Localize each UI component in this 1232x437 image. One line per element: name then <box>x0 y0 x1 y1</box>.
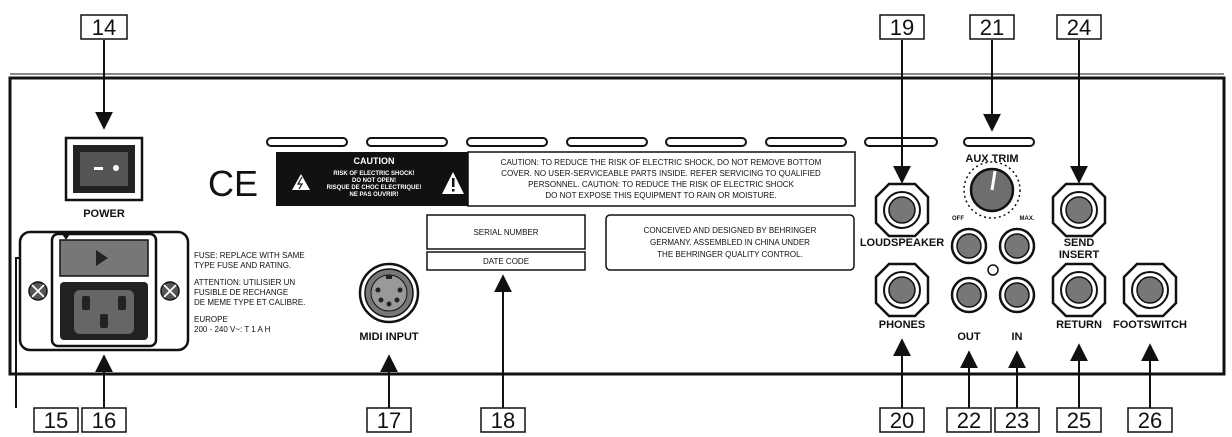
in-label: IN <box>1012 331 1023 343</box>
svg-text:22: 22 <box>957 408 981 433</box>
serial-number-box: SERIAL NUMBER <box>426 214 586 250</box>
out-label: OUT <box>957 331 981 343</box>
return-label: RETURN <box>1056 319 1102 331</box>
svg-text:23: 23 <box>1005 408 1029 433</box>
svg-text:GERMANY. ASSEMBLED IN CHINA UN: GERMANY. ASSEMBLED IN CHINA UNDER <box>650 238 810 247</box>
svg-text:COVER. NO USER-SERVICEABLE PAR: COVER. NO USER-SERVICEABLE PARTS INSIDE.… <box>501 169 821 178</box>
svg-text:DO NOT EXPOSE THIS EQUIPMENT T: DO NOT EXPOSE THIS EQUIPMENT TO RAIN OR … <box>545 191 776 200</box>
svg-text:CONCEIVED AND DESIGNED BY BEHR: CONCEIVED AND DESIGNED BY BEHRINGER <box>644 226 817 235</box>
loudspeaker-jack <box>874 182 930 238</box>
fuse-power-inlet <box>18 230 190 352</box>
callout-26: 26 <box>1127 407 1173 433</box>
power-switch <box>64 136 144 202</box>
svg-text:26: 26 <box>1138 408 1162 433</box>
shock-warning-icon <box>292 174 310 190</box>
svg-text:SERIAL NUMBER: SERIAL NUMBER <box>473 228 538 237</box>
fuse-text: FUSE: REPLACE WITH SAME TYPE FUSE AND RA… <box>194 251 305 334</box>
svg-text:DE MEME TYPE ET CALIBRE.: DE MEME TYPE ET CALIBRE. <box>194 298 305 307</box>
aux-led-indicator <box>987 264 999 276</box>
send-label: SEND <box>1064 237 1095 249</box>
phones-label: PHONES <box>879 319 925 331</box>
caution-label: CAUTION RISK OF ELECTRIC SHOCK! DO NOT O… <box>276 151 856 207</box>
callout-14: 14 <box>80 14 128 40</box>
max-label: MAX. <box>1020 216 1035 222</box>
aux-out-jack <box>950 276 988 314</box>
callout-16: 16 <box>81 407 127 433</box>
loudspeaker-label: LOUDSPEAKER <box>860 237 944 249</box>
svg-text:DO NOT OPEN!: DO NOT OPEN! <box>352 178 396 184</box>
svg-text:DATE CODE: DATE CODE <box>483 257 529 266</box>
svg-text:CAUTION: TO REDUCE THE RISK OF: CAUTION: TO REDUCE THE RISK OF ELECTRIC … <box>501 158 822 167</box>
footswitch-jack <box>1122 262 1178 318</box>
ce-mark: CE <box>208 163 258 204</box>
callout-17: 17 <box>366 407 412 433</box>
svg-text:18: 18 <box>491 408 515 433</box>
conceived-text-box: CONCEIVED AND DESIGNED BY BEHRINGER GERM… <box>605 214 855 271</box>
off-label: OFF <box>952 216 964 222</box>
power-label: POWER <box>83 208 125 220</box>
svg-text:21: 21 <box>980 15 1004 40</box>
callout-15: 15 <box>33 407 79 433</box>
footswitch-label: FOOTSWITCH <box>1113 319 1187 331</box>
svg-text:24: 24 <box>1067 15 1091 40</box>
insert-label: INSERT <box>1059 249 1100 261</box>
caution-title: CAUTION <box>354 156 395 166</box>
svg-text:FUSE: REPLACE WITH SAME: FUSE: REPLACE WITH SAME <box>194 251 305 260</box>
svg-text:NE PAS OUVRIR!: NE PAS OUVRIR! <box>350 192 399 198</box>
callout-21: 21 <box>969 14 1015 40</box>
svg-text:TYPE FUSE AND RATING.: TYPE FUSE AND RATING. <box>194 261 291 270</box>
svg-text:16: 16 <box>92 408 116 433</box>
svg-text:19: 19 <box>890 15 914 40</box>
callout-22: 22 <box>946 407 992 433</box>
svg-text:200 - 240 V~: T 1 A H: 200 - 240 V~: T 1 A H <box>194 325 271 334</box>
svg-text:20: 20 <box>890 408 914 433</box>
midi-input-label: MIDI INPUT <box>359 331 419 343</box>
svg-text:ATTENTION: UTILISIER UN: ATTENTION: UTILISIER UN <box>194 278 295 287</box>
ventilation-slots <box>266 137 1035 147</box>
callout-20: 20 <box>879 407 925 433</box>
callout-23: 23 <box>994 407 1040 433</box>
callout-19: 19 <box>879 14 925 40</box>
svg-text:15: 15 <box>44 408 68 433</box>
svg-text:PERSONNEL. CAUTION: TO REDUCE: PERSONNEL. CAUTION: TO REDUCE THE RISK O… <box>528 180 794 189</box>
svg-text:14: 14 <box>92 15 116 40</box>
aux-jack-upper-right <box>998 227 1036 265</box>
svg-text:FUSIBLE DE RECHANGE: FUSIBLE DE RECHANGE <box>194 288 288 297</box>
svg-text:RISQUE DE CHOC ELECTRIQUE!: RISQUE DE CHOC ELECTRIQUE! <box>327 185 422 191</box>
svg-text:RISK OF ELECTRIC SHOCK!: RISK OF ELECTRIC SHOCK! <box>333 171 414 177</box>
return-jack <box>1051 262 1107 318</box>
aux-in-jack <box>998 276 1036 314</box>
midi-input-socket <box>358 262 420 324</box>
svg-text:THE BEHRINGER QUALITY CONTROL.: THE BEHRINGER QUALITY CONTROL. <box>657 250 803 259</box>
svg-text:EUROPE: EUROPE <box>194 315 228 324</box>
svg-text:17: 17 <box>377 408 401 433</box>
date-code-box: DATE CODE <box>426 251 586 271</box>
callout-24: 24 <box>1056 14 1102 40</box>
send-insert-jack <box>1051 182 1107 238</box>
aux-trim-knob <box>963 161 1021 219</box>
callout-18: 18 <box>480 407 526 433</box>
phones-jack <box>874 262 930 318</box>
aux-trim-label: AUX TRIM <box>965 153 1018 165</box>
svg-text:25: 25 <box>1067 408 1091 433</box>
aux-jack-upper-left <box>950 227 988 265</box>
callout-25: 25 <box>1056 407 1102 433</box>
